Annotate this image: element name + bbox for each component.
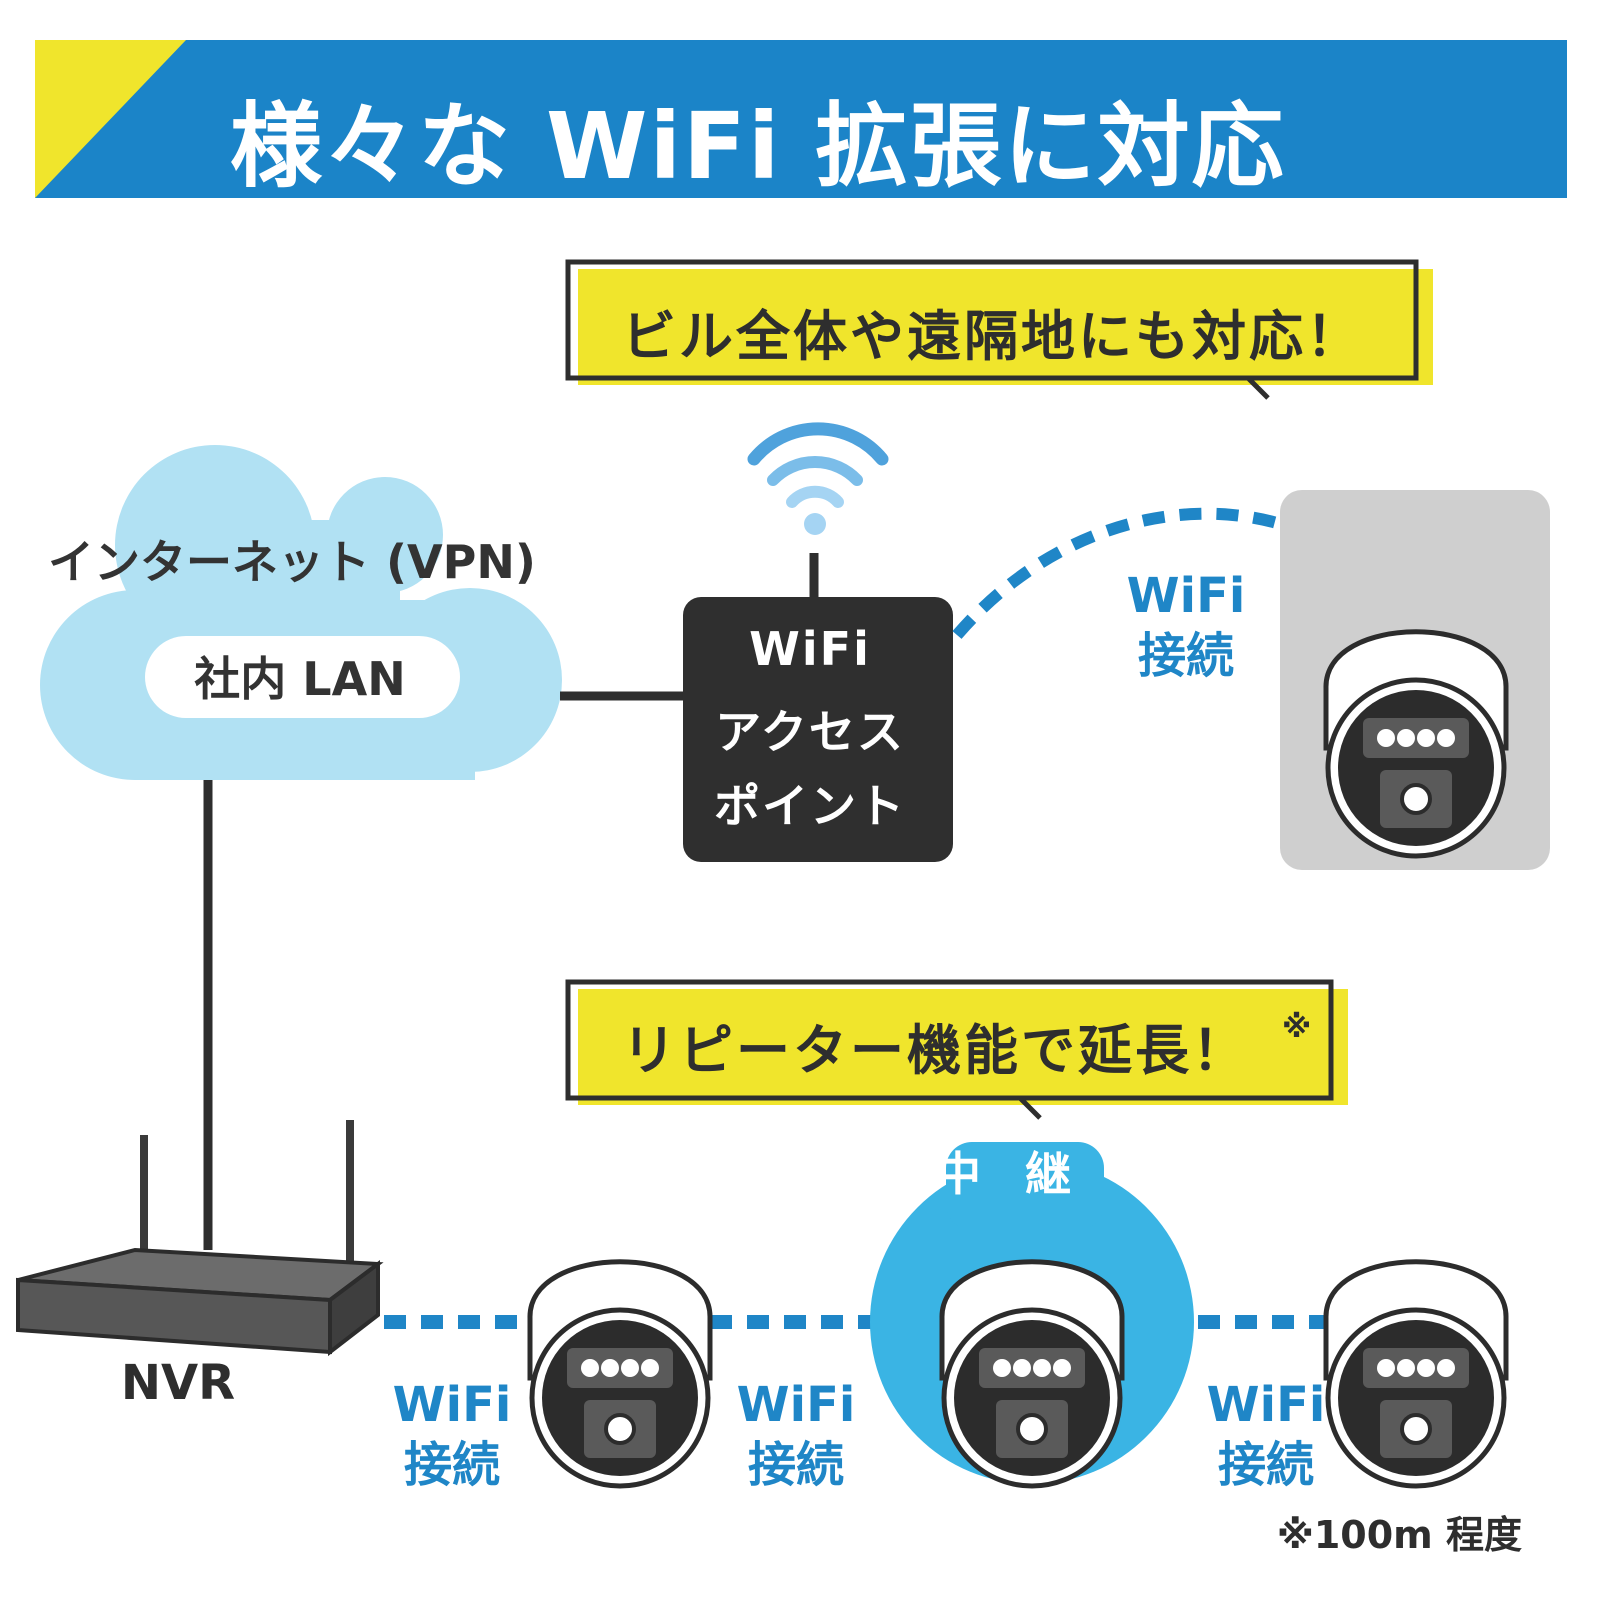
wired-links xyxy=(203,553,819,1250)
callout-top-box xyxy=(565,259,1433,400)
callout-bottom-box xyxy=(565,979,1348,1120)
chain-camera-end-icon xyxy=(1326,1262,1506,1486)
access-point-label-1: WiFi xyxy=(749,622,871,676)
chain-connection-label-2: WiFi 接続 xyxy=(737,1375,856,1495)
remote-connection-label: WiFi 接続 xyxy=(1127,566,1246,686)
chain-connection-label-3: WiFi 接続 xyxy=(1207,1375,1326,1495)
cloud-label: インターネット (VPN) xyxy=(48,535,536,589)
chain-connection-label-1: WiFi 接続 xyxy=(393,1375,512,1495)
cloud-shape xyxy=(40,445,562,780)
remote-camera-icon xyxy=(1326,632,1506,856)
lan-pill xyxy=(145,636,460,718)
lan-label: 社内 LAN xyxy=(194,652,406,706)
access-point-label-3: ポイント xyxy=(714,779,906,833)
callout-bottom-mark: ※ xyxy=(1282,1010,1312,1045)
relay-badge xyxy=(946,1142,1104,1230)
relay-label: 中 継 xyxy=(934,1147,1086,1201)
callout-top-text: ビル全体や遠隔地にも対応！ xyxy=(622,305,1363,368)
relay-camera-icon xyxy=(942,1262,1122,1486)
access-point-box xyxy=(683,597,953,862)
footnote: ※100m 程度 xyxy=(1276,1513,1522,1557)
header-band xyxy=(35,40,1567,198)
access-point-label-2: アクセス xyxy=(715,705,905,759)
callout-bottom-text: リピーター機能で延長！ xyxy=(622,1019,1249,1082)
header-accent xyxy=(35,40,186,198)
nvr-label: NVR xyxy=(120,1355,236,1411)
header-banner xyxy=(35,40,1567,198)
chain-connection-1-line1: WiFi xyxy=(392,1377,512,1433)
chain-camera-1-icon xyxy=(530,1262,710,1486)
remote-connection-line2: 接続 xyxy=(1137,628,1235,684)
chain-connection-3-line2: 接続 xyxy=(1217,1437,1315,1493)
remote-connection-line1: WiFi xyxy=(1126,568,1246,624)
chain-connection-2-line1: WiFi xyxy=(736,1377,856,1433)
chain-connection-2-line2: 接続 xyxy=(747,1437,845,1493)
chain-connection-1-line2: 接続 xyxy=(403,1437,501,1493)
nvr-icon xyxy=(16,1120,384,1357)
wifi-signal-icon xyxy=(747,422,889,535)
chain-connection-3-line1: WiFi xyxy=(1206,1377,1326,1433)
page-title: 様々な WiFi 拡張に対応 xyxy=(230,93,1286,200)
